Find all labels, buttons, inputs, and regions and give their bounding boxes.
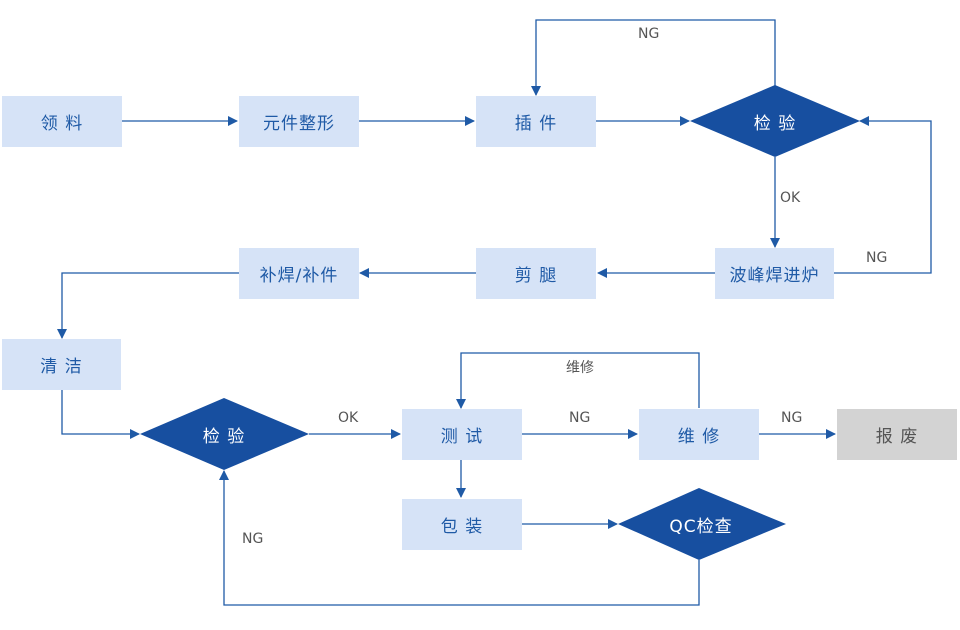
label-ng-repair: NG: [781, 410, 803, 426]
node-qc: QC检查: [649, 509, 753, 539]
arrow-buhan-qingjie: [57, 272, 239, 339]
node-buhan: 补焊/补件: [239, 248, 359, 299]
node-qingjie: 清 洁: [2, 339, 121, 390]
label-ok-mid: OK: [780, 190, 801, 206]
arrow-qc-ng-loop: [219, 470, 700, 606]
diamond-jianyan2: [140, 398, 309, 470]
node-bofenghan: 波峰焊进炉: [715, 248, 834, 299]
arrow-ng-loop-right: [834, 116, 932, 274]
node-weixiu: 维 修: [639, 409, 759, 460]
node-buhan-label: 补焊/补件: [259, 266, 339, 286]
node-jianyan1: 检 验: [725, 106, 825, 136]
node-jianyan2-label: 检 验: [202, 426, 246, 447]
label-ng-top: NG: [638, 26, 660, 42]
label-weixiu-loop: 维修: [566, 360, 594, 376]
node-zhengxing-label: 元件整形: [263, 114, 335, 134]
node-jianyan1-label: 检 验: [753, 113, 797, 134]
diamond-qc: [618, 488, 786, 560]
node-baozhuang-label: 包 装: [440, 517, 484, 537]
arrow-qingjie-jianyan2: [61, 390, 140, 439]
node-jiantui: 剪 腿: [476, 248, 596, 299]
node-lingliao: 领 料: [2, 96, 122, 147]
label-ok-bottom: OK: [338, 410, 359, 426]
node-weixiu-label: 维 修: [677, 427, 721, 447]
label-ng-bottom: NG: [242, 531, 264, 547]
node-zhengxing: 元件整形: [239, 96, 359, 147]
node-chajian: 插 件: [476, 96, 596, 147]
node-ceshi: 测 试: [402, 409, 522, 460]
node-baozhuang: 包 装: [402, 499, 522, 550]
node-jianyan2: 检 验: [174, 419, 274, 449]
diamond-jianyan1: [690, 85, 860, 157]
node-ceshi-label: 测 试: [440, 427, 484, 447]
node-baofei-label: 报 废: [875, 427, 919, 447]
node-qc-label: QC检查: [669, 516, 733, 537]
node-bofenghan-label: 波峰焊进炉: [729, 266, 820, 286]
node-lingliao-label: 领 料: [40, 114, 84, 134]
arrow-weixiu-loop: [456, 352, 700, 409]
label-ng-test: NG: [569, 410, 591, 426]
arrow-ng-loop-top: [531, 19, 776, 96]
label-ng-right: NG: [866, 250, 888, 266]
node-qingjie-label: 清 洁: [40, 357, 83, 377]
node-jiantui-label: 剪 腿: [514, 266, 558, 286]
node-baofei: 报 废: [837, 409, 957, 460]
node-chajian-label: 插 件: [514, 114, 558, 134]
